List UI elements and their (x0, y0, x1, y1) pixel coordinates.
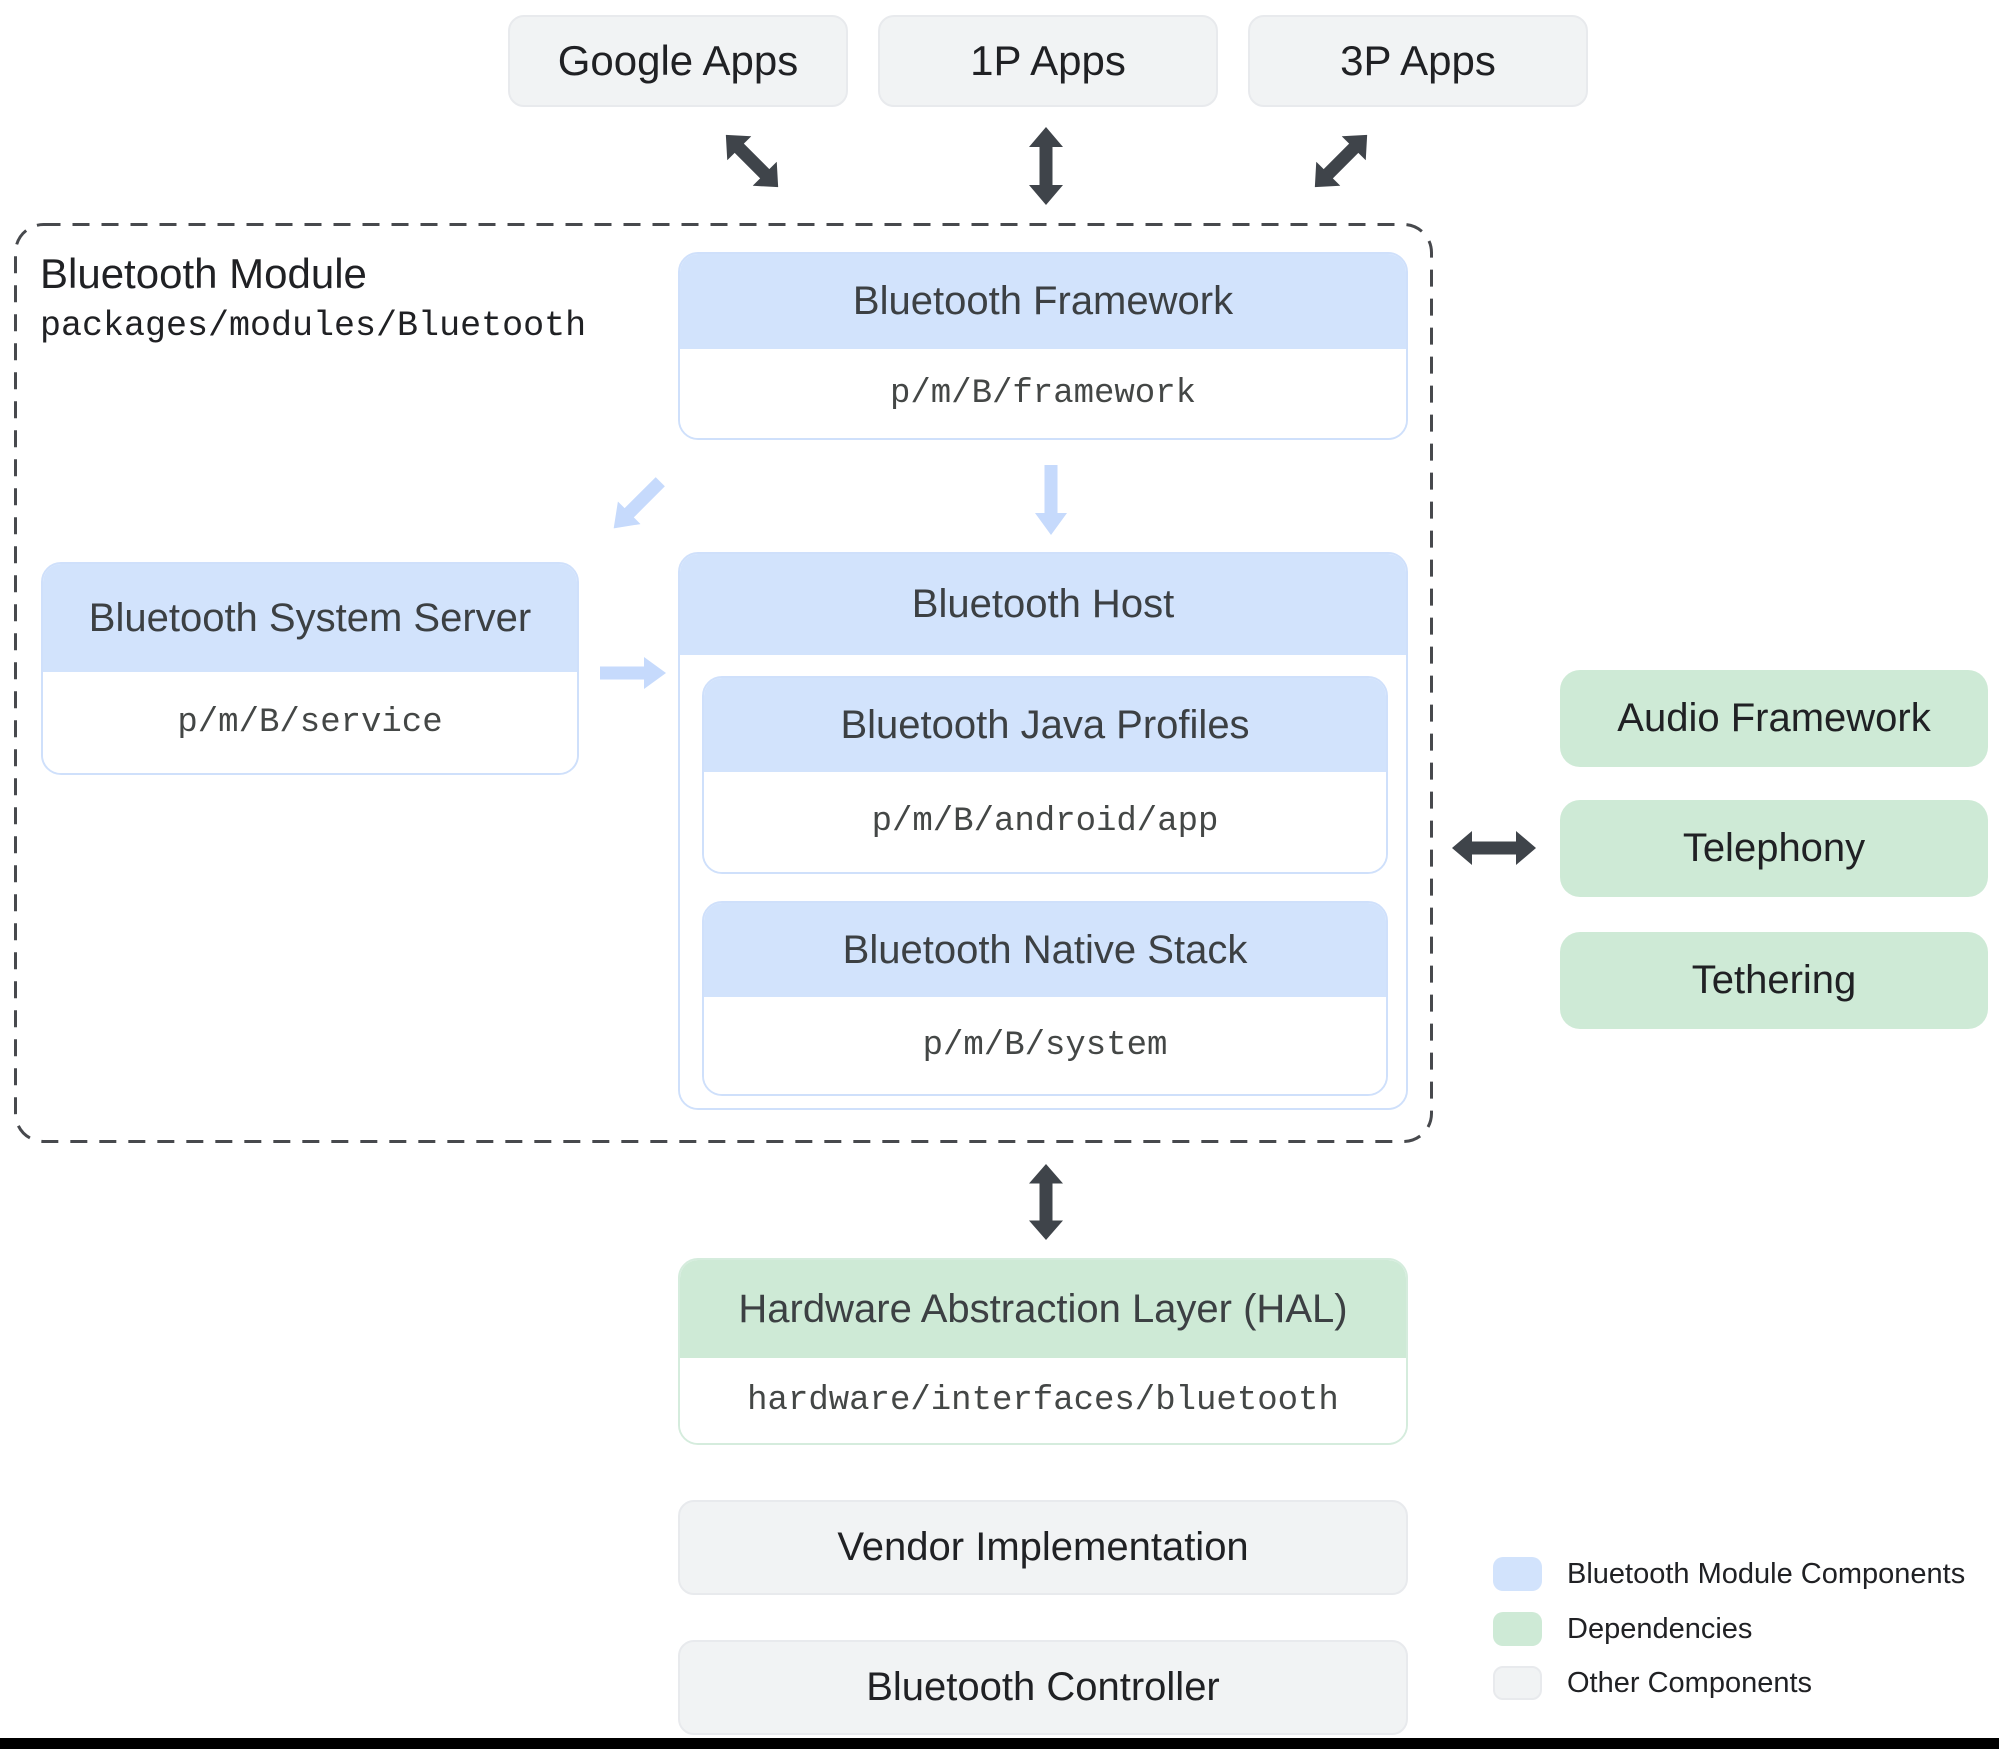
framework-to-host-arrow-icon (1035, 465, 1067, 535)
legend-swatch-other-components (1493, 1666, 1542, 1700)
google-apps-bidirectional-arrow-icon (725, 134, 779, 188)
legend-swatch-dependencies (1493, 1612, 1542, 1646)
bluetooth-controller-label: Bluetooth Controller (866, 1665, 1220, 1709)
third-party-apps-bidirectional-arrow-icon (1314, 134, 1368, 188)
system-server-to-host-arrow-icon (600, 657, 666, 689)
legend-swatch-module-components (1493, 1557, 1542, 1591)
legend-label-dependencies: Dependencies (1567, 1612, 1753, 1645)
vendor-implementation-label: Vendor Implementation (837, 1525, 1249, 1569)
telephony-label: Telephony (1682, 826, 1866, 870)
bottom-edge-bar (0, 1738, 1999, 1749)
bluetooth-native-stack-path: p/m/B/system (704, 997, 1386, 1094)
bluetooth-system-server-box: Bluetooth System Server p/m/B/service (41, 562, 579, 775)
bluetooth-host-box: Bluetooth Host Bluetooth Java Profiles p… (678, 552, 1408, 1110)
google-apps-label: Google Apps (557, 37, 799, 84)
third-party-apps-box: 3P Apps (1248, 15, 1588, 107)
legend-label-module-components: Bluetooth Module Components (1567, 1557, 1966, 1590)
bluetooth-framework-path: p/m/B/framework (680, 349, 1406, 438)
bluetooth-native-stack-box: Bluetooth Native Stack p/m/B/system (702, 901, 1388, 1096)
first-party-apps-bidirectional-arrow-icon (1029, 127, 1063, 205)
bluetooth-module-title: Bluetooth Module (40, 250, 367, 297)
tethering-label: Tethering (1691, 958, 1857, 1002)
audio-framework-label: Audio Framework (1617, 696, 1931, 740)
legend-label-other-components: Other Components (1567, 1666, 1813, 1699)
audio-framework-box: Audio Framework (1560, 670, 1988, 767)
third-party-apps-label: 3P Apps (1340, 37, 1496, 84)
bluetooth-framework-box: Bluetooth Framework p/m/B/framework (678, 252, 1408, 440)
vendor-implementation-box: Vendor Implementation (678, 1500, 1408, 1595)
bluetooth-controller-box: Bluetooth Controller (678, 1640, 1408, 1735)
first-party-apps-box: 1P Apps (878, 15, 1218, 107)
module-to-dependencies-bidirectional-arrow-icon (1452, 831, 1536, 865)
telephony-box: Telephony (1560, 800, 1988, 897)
hal-box: Hardware Abstraction Layer (HAL) hardwar… (678, 1258, 1408, 1445)
hal-path: hardware/interfaces/bluetooth (680, 1358, 1406, 1443)
bluetooth-java-profiles-title: Bluetooth Java Profiles (704, 678, 1386, 772)
bluetooth-java-profiles-box: Bluetooth Java Profiles p/m/B/android/ap… (702, 676, 1388, 874)
bluetooth-module-path: packages/modules/Bluetooth (40, 306, 587, 346)
bluetooth-system-server-title: Bluetooth System Server (43, 564, 577, 672)
module-to-hal-bidirectional-arrow-icon (1029, 1164, 1063, 1240)
framework-to-system-server-arrow-icon (613, 477, 665, 529)
tethering-box: Tethering (1560, 932, 1988, 1029)
bluetooth-system-server-path: p/m/B/service (43, 672, 577, 773)
hal-title: Hardware Abstraction Layer (HAL) (680, 1260, 1406, 1358)
bluetooth-host-body: Bluetooth Java Profiles p/m/B/android/ap… (680, 655, 1406, 1108)
first-party-apps-label: 1P Apps (970, 37, 1126, 84)
bluetooth-native-stack-title: Bluetooth Native Stack (704, 903, 1386, 997)
bluetooth-host-title: Bluetooth Host (680, 554, 1406, 655)
google-apps-box: Google Apps (508, 15, 848, 107)
bluetooth-framework-title: Bluetooth Framework (680, 254, 1406, 349)
bluetooth-java-profiles-path: p/m/B/android/app (704, 772, 1386, 872)
bluetooth-module-dashed-border (14, 223, 1433, 1143)
